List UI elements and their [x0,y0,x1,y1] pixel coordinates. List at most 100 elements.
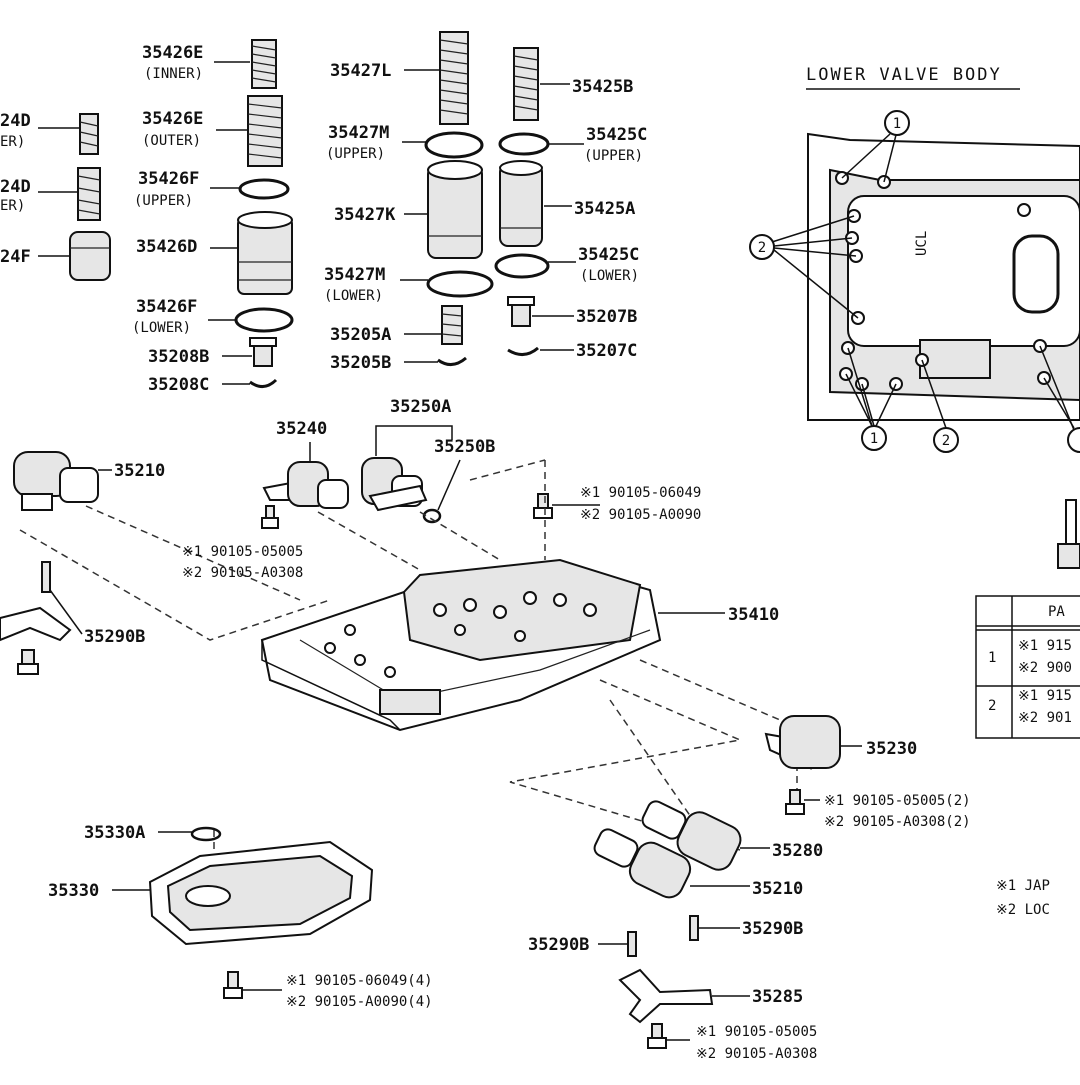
pin-35290B-mid [627,931,637,957]
label-35426E-outer: 35426E [142,109,203,129]
sleeve-35426D [237,211,293,295]
valve-body-35410 [260,558,662,732]
label-35425C-upper: 35425C [586,125,647,145]
solenoid-35230 [764,715,841,770]
label-35425C-lower-sub: (LOWER) [580,268,639,284]
leader-lines-top [38,61,584,385]
note-bolt-1a: ※1 90105-06049 [580,485,701,501]
assembly-dashed-lines [19,459,798,860]
bolt-35230 [785,789,805,815]
label-24D-2: 24D [0,177,31,197]
valve-24F [69,231,111,281]
clip-35205B [437,356,467,366]
oring-35330A [190,826,222,842]
label-24D-1: 24D [0,111,31,131]
label-35410: 35410 [728,605,779,625]
label-35207C: 35207C [576,341,637,361]
sleeve-35425A [499,160,543,247]
label-35208B: 35208B [148,347,209,367]
oring-35426F-lower [234,307,294,333]
note-bolt-2a: ※1 90105-05005 [182,544,303,560]
table-row-1-no: 1 [988,650,996,666]
label-35208C: 35208C [148,375,209,395]
legend-line-1: ※1 JAP [996,878,1050,894]
clip-35208C [249,378,278,388]
diagram-title: LOWER VALVE BODY [806,65,1002,85]
plug-35205A [441,305,463,345]
label-35425A: 35425A [574,199,635,219]
label-35290B-right: 35290B [742,919,803,939]
bolt-35330 [223,971,243,999]
leader-35250A [375,425,453,456]
label-35205A: 35205A [330,325,391,345]
oring-35427M-upper [424,131,484,159]
note-bolt-3b: ※2 90105-A0308(2) [824,814,971,830]
solenoid-35240 [262,461,349,509]
label-35427M-lower: 35427M [324,265,385,285]
note-bolt-2b: ※2 90105-A0308 [182,565,303,581]
label-35426E-inner-sub: (INNER) [144,66,203,82]
solenoid-35250A [361,457,428,512]
note-bolt-5a: ※1 90105-05005 [696,1024,817,1040]
label-35330A: 35330A [84,823,145,843]
label-35427M-upper-sub: (UPPER) [326,146,385,162]
note-bolt-1b: ※2 90105-A0090 [580,507,701,523]
callout-1-bottom: 1 [870,431,878,447]
label-35426F-upper-sub: (UPPER) [134,193,193,209]
label-24D-2-sub: ER) [0,198,25,214]
spring-24D-1 [79,113,99,155]
label-35205B: 35205B [330,353,391,373]
oring-35425C-upper [498,132,550,156]
note-bolt-5b: ※2 90105-A0308 [696,1046,817,1062]
table-header: PA [1048,604,1065,620]
oring-35425C-lower [494,253,550,279]
bolt-35240 [261,505,279,529]
solenoid-35210-top [13,451,99,511]
solenoid-35210-bottom [593,828,692,899]
oring-35426F-upper [238,178,290,200]
bracket-35290B-left [0,561,72,675]
label-24F: 24F [0,247,31,267]
label-35330: 35330 [48,881,99,901]
label-35426F-lower: 35426F [136,297,197,317]
spring-35426E-inner [251,39,277,89]
label-35210-top: 35210 [114,461,165,481]
label-24D-1-sub: ER) [0,134,25,150]
spring-35426E-outer [247,95,283,167]
label-35230: 35230 [866,739,917,759]
label-35426E-inner: 35426E [142,43,203,63]
label-35426F-upper: 35426F [138,169,199,189]
label-35427M-lower-sub: (LOWER) [324,288,383,304]
callout-2-bottom: 2 [942,433,950,449]
lower-valve-body-view [807,132,1080,421]
label-35250B: 35250B [434,437,495,457]
text-labels: LOWER VALVE BODY 35426E (INNER) 35426E (… [0,43,1072,1062]
label-35285: 35285 [752,987,803,1007]
oil-pan-35330 [148,840,374,946]
label-35210-bottom: 35210 [752,879,803,899]
label-35290B-left: 35290B [84,627,145,647]
plug-35207B [507,296,535,327]
label-35425C-lower: 35425C [578,245,639,265]
table-row-2-no: 2 [988,698,996,714]
legend-line-2: ※2 LOC [996,902,1050,918]
spring-35425B [513,47,539,121]
label-35426E-outer-sub: (OUTER) [142,133,201,149]
label-35427M-upper: 35427M [328,123,389,143]
oring-35250B [422,508,442,524]
clip-35207C [507,346,539,356]
oring-35427M-lower [426,270,494,298]
note-bolt-4a: ※1 90105-06049(4) [286,973,433,989]
label-35425B: 35425B [572,77,633,97]
table-row-2-line1: ※1 915 [1018,688,1072,704]
sleeve-35427K [427,160,483,259]
callout-2-left: 2 [758,240,766,256]
callout-group: 1 2 1 2 [749,110,1080,453]
label-35427L: 35427L [330,61,391,81]
lower-valve-body-marking: UCL [914,231,930,256]
table-row-2-line2: ※2 901 [1018,710,1072,726]
table-row-1-line2: ※2 900 [1018,660,1072,676]
label-35425C-upper-sub: (UPPER) [584,148,643,164]
label-35250A: 35250A [390,397,451,417]
